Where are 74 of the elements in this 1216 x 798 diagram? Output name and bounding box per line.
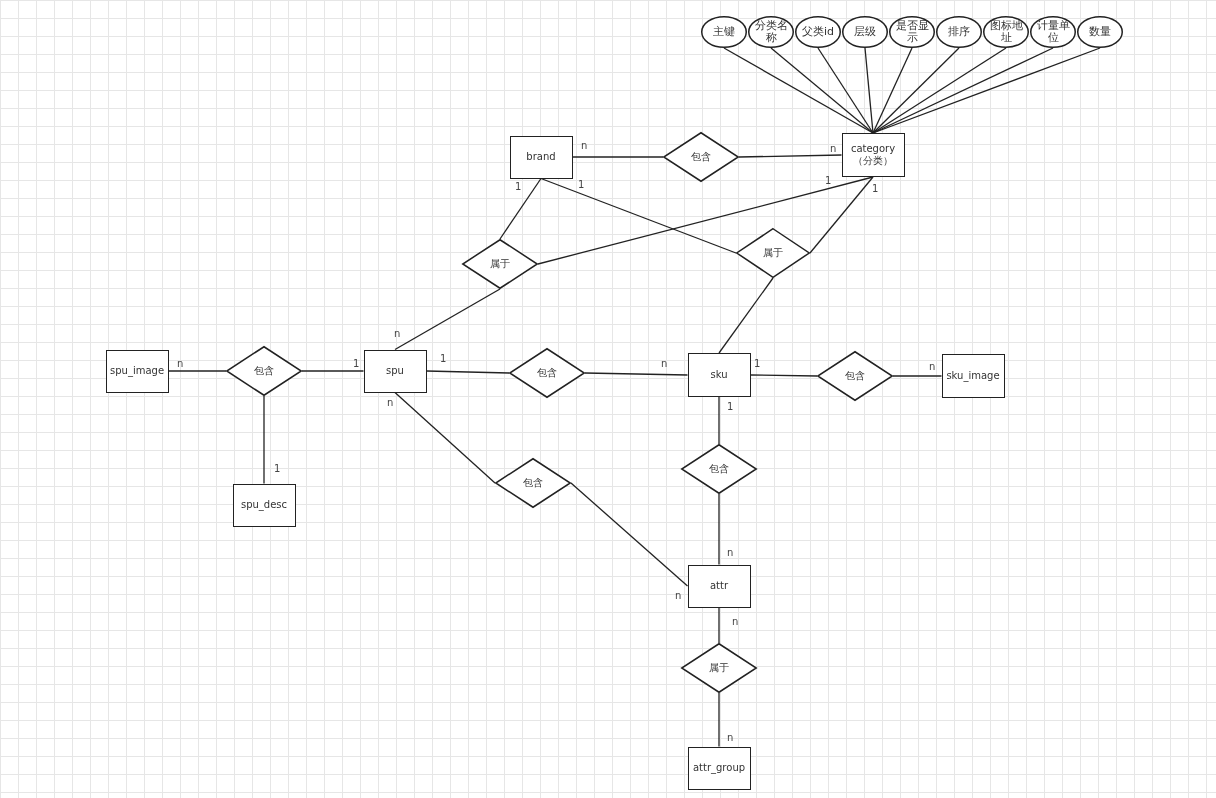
- connector-line: [394, 288, 501, 351]
- cardinality-label: 1: [754, 358, 761, 370]
- connector-line: [718, 396, 720, 445]
- cardinality-label: 1: [727, 401, 734, 413]
- entity-box: attr: [687, 564, 751, 608]
- connector-line: [571, 156, 664, 158]
- attribute-ellipse: 分类名称: [748, 16, 794, 48]
- attribute-ellipse: 数量: [1077, 16, 1123, 48]
- connector-line: [872, 47, 913, 134]
- connector-line: [570, 482, 689, 587]
- connector-line: [817, 47, 874, 134]
- cardinality-label: n: [581, 140, 588, 152]
- relationship-diamond: 属于: [462, 239, 538, 289]
- connector-line: [301, 370, 365, 372]
- cardinality-label: 1: [440, 353, 447, 365]
- connector-line: [499, 177, 542, 240]
- cardinality-label: n: [675, 590, 682, 602]
- connector-line: [394, 391, 496, 484]
- connector-line: [718, 277, 774, 354]
- connector-line: [425, 370, 510, 374]
- connector-line: [809, 176, 874, 254]
- cardinality-label: n: [661, 358, 668, 370]
- relationship-diamond: 包含: [681, 444, 757, 494]
- connector-line: [718, 606, 720, 644]
- relationship-diamond: 包含: [663, 132, 739, 182]
- cardinality-label: n: [177, 358, 184, 370]
- connector-line: [872, 47, 1007, 134]
- connector-line: [167, 370, 227, 372]
- relationship-diamond: 包含: [226, 346, 302, 396]
- cardinality-label: 1: [872, 183, 879, 195]
- attribute-ellipse: 是否显示: [889, 16, 935, 48]
- attribute-ellipse: 图标地址: [983, 16, 1029, 48]
- relationship-diamond: 包含: [817, 351, 893, 401]
- entity-box: category （分类）: [841, 133, 905, 177]
- cardinality-label: n: [394, 328, 401, 340]
- cardinality-label: n: [727, 732, 734, 744]
- connector-line: [718, 692, 720, 748]
- attribute-ellipse: 父类id: [795, 16, 841, 48]
- entity-box: sku_image: [941, 354, 1005, 398]
- cardinality-label: 1: [825, 175, 832, 187]
- relationship-diamond: 属于: [736, 228, 810, 278]
- attribute-ellipse: 主键: [701, 16, 747, 48]
- entity-box: spu_desc: [232, 483, 296, 527]
- connector-line: [864, 47, 874, 134]
- entity-box: spu_image: [105, 349, 169, 393]
- entity-box: brand: [509, 135, 573, 179]
- connector-line: [892, 375, 943, 377]
- cardinality-label: 1: [515, 181, 522, 193]
- cardinality-label: n: [732, 616, 739, 628]
- connector-line: [718, 493, 720, 566]
- connector-line: [738, 154, 843, 158]
- entity-box: attr_group: [687, 746, 751, 790]
- connector-line: [584, 372, 689, 376]
- cardinality-label: 1: [578, 179, 585, 191]
- connector-line: [263, 395, 265, 485]
- cardinality-label: 1: [353, 358, 360, 370]
- connector-line: [770, 47, 874, 134]
- relationship-diamond: 包含: [495, 458, 571, 508]
- cardinality-label: n: [830, 143, 837, 155]
- relationship-diamond: 属于: [681, 643, 757, 693]
- cardinality-label: 1: [274, 463, 281, 475]
- cardinality-label: n: [387, 397, 394, 409]
- entity-box: spu: [363, 349, 427, 393]
- cardinality-label: n: [727, 547, 734, 559]
- entity-box: sku: [687, 353, 751, 397]
- connector-line: [537, 176, 874, 265]
- connector-line: [872, 47, 960, 134]
- attribute-ellipse: 层级: [842, 16, 888, 48]
- connector-line: [749, 374, 818, 377]
- relationship-diamond: 包含: [509, 348, 585, 398]
- attribute-ellipse: 计量单位: [1030, 16, 1076, 48]
- connector-line: [540, 177, 737, 254]
- attribute-ellipse: 排序: [936, 16, 982, 48]
- cardinality-label: n: [929, 361, 936, 373]
